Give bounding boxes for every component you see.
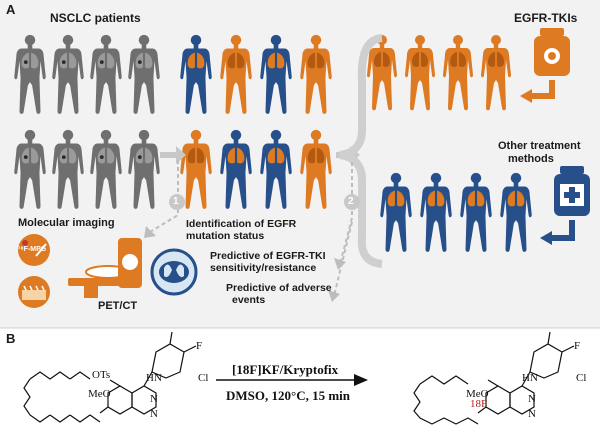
precursor-cl: Cl xyxy=(198,372,209,384)
medicine-bottle-icon xyxy=(540,166,590,245)
reaction-arrow xyxy=(216,374,368,386)
pet-ct-label: PET/CT xyxy=(98,300,138,312)
product-f: F xyxy=(574,340,581,352)
patient-group-untreated xyxy=(14,34,160,209)
reagent-label: [18F]KF/Kryptofix xyxy=(232,362,339,377)
patient-group-egfr-tki xyxy=(367,35,511,111)
product-n2: N xyxy=(528,408,536,420)
product-18f: 18F xyxy=(470,398,488,410)
precursor-n1: N xyxy=(150,393,158,405)
other-treatment-label: Other treatment methods xyxy=(498,140,581,165)
patient-group-other-treatment xyxy=(380,172,532,252)
panel-a-label: A xyxy=(6,2,16,17)
drug-bottle-icon xyxy=(520,28,570,103)
egfr-tkis-label: EGFR-TKIs xyxy=(514,11,578,25)
panel-b-label: B xyxy=(6,331,16,346)
product-cl: Cl xyxy=(576,372,587,384)
nsclc-patients-label: NSCLC patients xyxy=(50,11,141,25)
precursor-structure xyxy=(23,331,197,423)
precursor-n2: N xyxy=(150,408,158,420)
patient-group-stratified xyxy=(180,34,332,209)
outcome-egfr-mutation: Identification of EGFR mutation status xyxy=(186,218,297,242)
conditions-label: DMSO, 120°C, 15 min xyxy=(226,388,351,403)
precursor-f: F xyxy=(196,340,203,352)
bracket xyxy=(339,34,383,268)
cells-icon xyxy=(18,276,50,308)
outcome-adverse-events: Predictive of adverse events xyxy=(226,282,332,306)
outcome-tki-sensitivity: Predictive of EGFR-TKI sensitivity/resis… xyxy=(210,250,326,274)
product-structure xyxy=(413,331,575,425)
tracer-label: ¹⁸F-MPG xyxy=(18,246,47,253)
pet-scanner-icon xyxy=(68,238,142,298)
step-2-badge xyxy=(344,194,360,210)
tracer-icon xyxy=(18,234,50,266)
product-meo: MeO xyxy=(466,388,489,400)
step-1-badge xyxy=(169,194,185,210)
precursor-ots: OTs xyxy=(92,369,111,381)
dashed-arrows xyxy=(149,160,353,297)
product-hn: HN xyxy=(522,372,538,384)
precursor-hn: HN xyxy=(146,372,162,384)
precursor-meo: MeO xyxy=(88,388,111,400)
step-1-number: 1 xyxy=(173,196,179,207)
lung-scan-icon xyxy=(150,248,198,296)
step-2-number: 2 xyxy=(348,196,354,207)
molecular-imaging-label: Molecular imaging xyxy=(18,217,115,229)
product-n1: N xyxy=(528,393,536,405)
